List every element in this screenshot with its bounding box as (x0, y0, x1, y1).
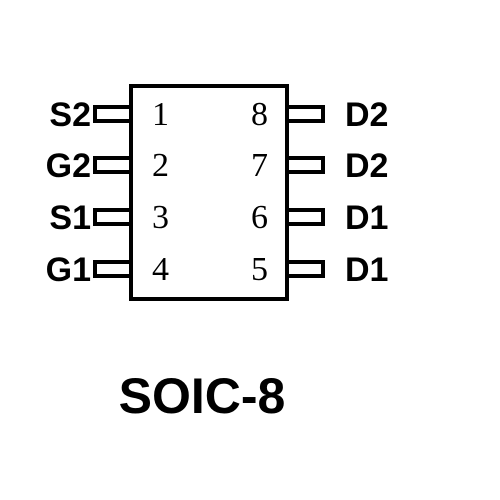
lead-pin-1 (93, 105, 133, 123)
pin-7-number: 7 (251, 147, 268, 184)
lead-pin-3 (93, 208, 133, 226)
package-label: SOIC-8 (119, 368, 286, 424)
lead-pin-6 (285, 208, 325, 226)
pin-5-name: D1 (345, 251, 388, 289)
ic-body (129, 84, 289, 301)
pin-3-number: 3 (152, 199, 169, 236)
pin-4-number: 4 (152, 251, 169, 288)
pin-4-name: G1 (46, 251, 91, 289)
pin-1-number: 1 (152, 96, 169, 133)
pin-1-name: S2 (49, 96, 91, 134)
lead-pin-5 (285, 260, 325, 278)
pin-7-name: D2 (345, 147, 388, 185)
pin-6-number: 6 (251, 199, 268, 236)
pin-6-name: D1 (345, 199, 388, 237)
pin-8-number: 8 (251, 96, 268, 133)
lead-pin-2 (93, 156, 133, 174)
lead-pin-8 (285, 105, 325, 123)
pin-2-number: 2 (152, 147, 169, 184)
pin-3-name: S1 (49, 199, 91, 237)
pin-5-number: 5 (251, 251, 268, 288)
pin-2-name: G2 (46, 147, 91, 185)
pin-8-name: D2 (345, 96, 388, 134)
lead-pin-7 (285, 156, 325, 174)
lead-pin-4 (93, 260, 133, 278)
